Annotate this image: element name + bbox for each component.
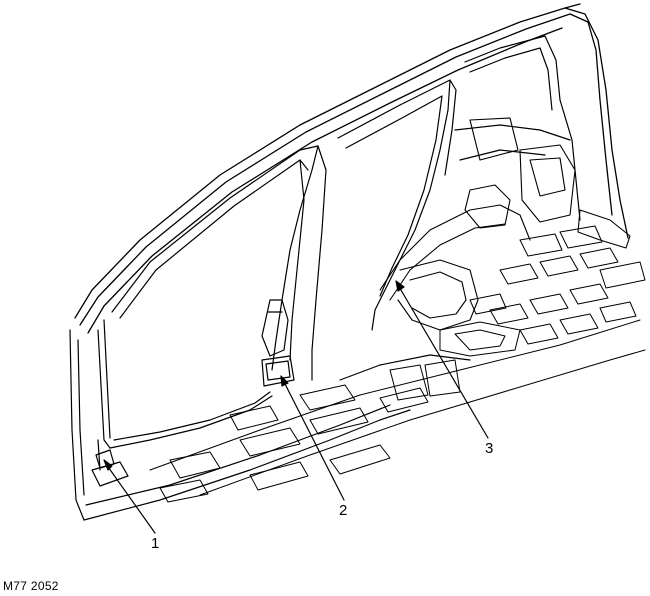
callout-label-3: 3 [485, 440, 494, 457]
rear-wheelhouse [379, 117, 631, 331]
callout-leaders [103, 280, 489, 534]
callout-leader-3 [397, 284, 489, 439]
callout-arrow-3 [395, 280, 405, 292]
callout-label-1: 1 [151, 535, 160, 552]
callout-arrow-1 [103, 459, 113, 471]
callout-arrow-2 [280, 375, 289, 387]
rocker-sill [83, 354, 471, 521]
b-pillar [261, 145, 327, 387]
floor-panel [149, 225, 646, 503]
callout-label-2: 2 [339, 502, 348, 519]
callout-leader-2 [282, 379, 345, 501]
roof-rail [74, 3, 629, 334]
rear-door-opening [337, 35, 581, 331]
front-door-opening [69, 145, 319, 521]
figure-id-label: M77 2052 [3, 579, 59, 593]
callout-leader-1 [105, 463, 156, 534]
